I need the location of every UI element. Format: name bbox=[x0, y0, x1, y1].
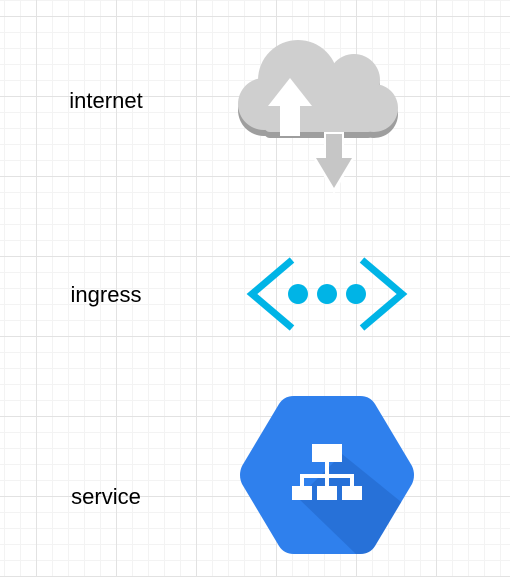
cloud-upload-download-icon bbox=[238, 40, 398, 194]
network-hierarchy-hexagon-icon bbox=[240, 396, 414, 554]
internet-label: internet bbox=[69, 88, 143, 113]
ingress-dots-icon bbox=[246, 257, 408, 331]
ingress-label: ingress bbox=[70, 282, 142, 307]
service-label: service bbox=[71, 484, 141, 509]
